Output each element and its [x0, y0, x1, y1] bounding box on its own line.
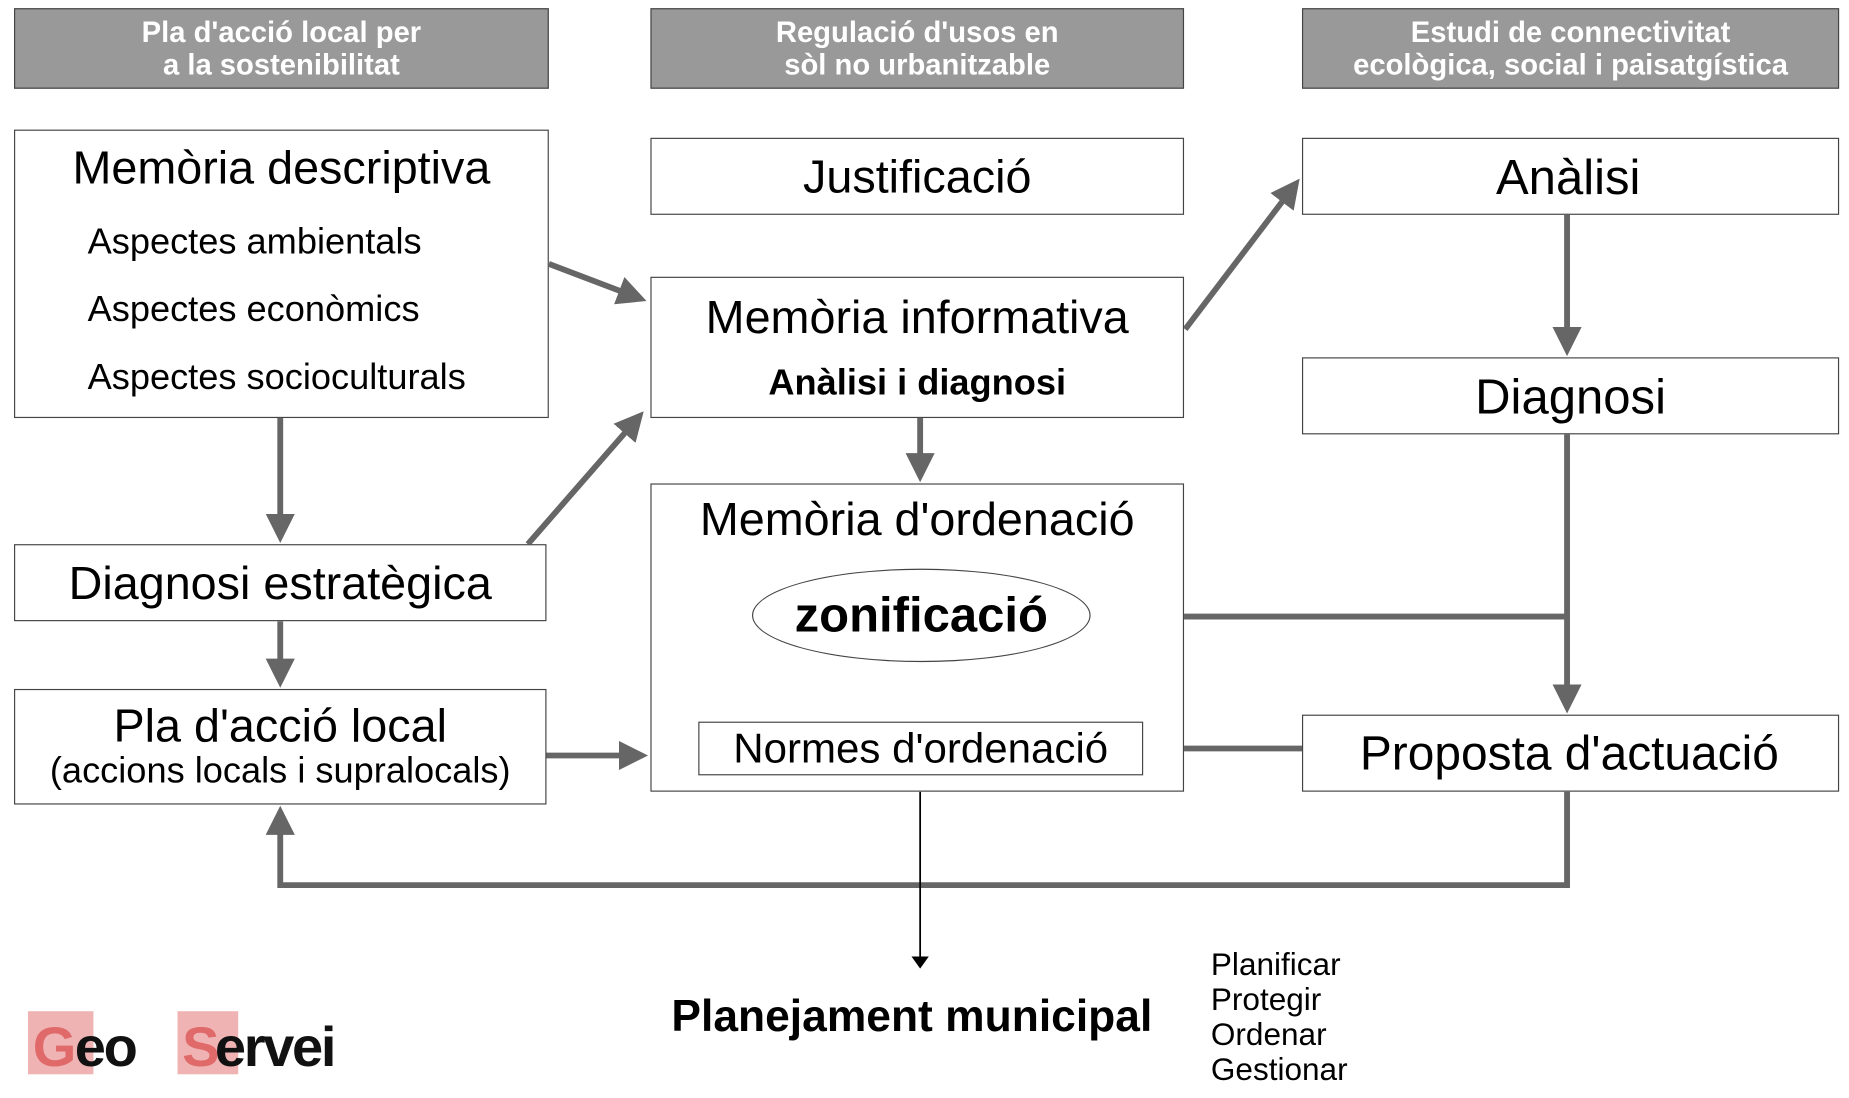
- header-line: ecològica, social i paisatgística: [1353, 48, 1788, 82]
- diagnosi-label: Diagnosi: [1475, 368, 1666, 424]
- logo-letter: S: [182, 1017, 219, 1079]
- memoria-descriptiva-title: Memòria descriptiva: [72, 142, 491, 194]
- box-justificacio: Justificació: [650, 137, 1185, 215]
- justificacio-label: Justificació: [803, 151, 1032, 204]
- arrow-memoria-informativa-to-analisi: [1182, 178, 1300, 332]
- verb-item: Gestionar: [1210, 1052, 1348, 1088]
- header-estudi-connectivitat: Estudi de connectivitat ecològica, socia…: [1301, 8, 1840, 89]
- aspect-item: Aspectes econòmics: [87, 288, 420, 330]
- arrow-proposta-to-pla-accio: [265, 791, 1570, 889]
- zonificacio-ellipse: zonificació: [751, 568, 1091, 663]
- pla-accio-local-subtitle: (accions locals i supralocals): [49, 749, 511, 791]
- header-line: Regulació d'usos en: [775, 15, 1059, 49]
- header-line: Pla d'acció local per: [141, 15, 422, 49]
- logo-square: [28, 1011, 94, 1075]
- logo-letter: G: [32, 1017, 77, 1079]
- logo-square: [177, 1011, 239, 1075]
- box-normes-ordenacio: Normes d'ordenació: [698, 721, 1144, 776]
- proposta-actuacio-label: Proposta d'actuació: [1359, 726, 1779, 781]
- verb-item: Planificar: [1210, 947, 1341, 983]
- verb-item: Protegir: [1210, 982, 1322, 1018]
- box-diagnosi: Diagnosi: [1301, 357, 1840, 435]
- diagnosi-estrategica-label: Diagnosi estratègica: [68, 558, 492, 610]
- header-line: a la sostenibilitat: [162, 48, 400, 82]
- memoria-ordenacio-title: Memòria d'ordenació: [699, 493, 1135, 546]
- header-line: sòl no urbanitzable: [784, 48, 1051, 82]
- box-memoria-informativa: Memòria informativa Anàlisi i diagnosi: [650, 276, 1185, 419]
- box-proposta-actuacio: Proposta d'actuació: [1301, 714, 1840, 792]
- memoria-informativa-title: Memòria informativa: [705, 291, 1129, 344]
- box-pla-accio-local: Pla d'acció local (accions locals i supr…: [14, 688, 547, 805]
- header-line: Estudi de connectivitat: [1410, 15, 1731, 49]
- box-memoria-descriptiva: Memòria descriptiva Aspectes ambientals …: [14, 129, 549, 419]
- box-diagnosi-estrategica: Diagnosi estratègica: [14, 544, 547, 622]
- verb-item: Ordenar: [1210, 1017, 1327, 1053]
- logo-letter: eo: [74, 1017, 138, 1079]
- aspect-item: Aspectes socioculturals: [87, 356, 466, 398]
- arrow-memoria-descriptiva-to-memoria-informativa: [547, 261, 647, 305]
- aspect-item: Aspectes ambientals: [87, 220, 422, 262]
- logo-letter: ervei: [214, 1017, 337, 1079]
- header-pla-accio-local: Pla d'acció local per a la sostenibilita…: [14, 8, 549, 89]
- arrow-diagnosi-estrategica-to-memoria-informativa: [525, 411, 644, 547]
- header-regulacio-usos: Regulació d'usos en sòl no urbanitzable: [650, 8, 1185, 89]
- memoria-informativa-subtitle: Anàlisi i diagnosi: [768, 361, 1067, 403]
- planejament-municipal-label: Planejament municipal: [671, 992, 1153, 1042]
- normes-ordenacio-label: Normes d'ordenació: [733, 723, 1109, 772]
- analisi-label: Anàlisi: [1495, 149, 1641, 205]
- pla-accio-local-title: Pla d'acció local: [113, 700, 447, 752]
- geoservei-logo: G eo S ervei: [28, 1007, 355, 1079]
- box-analisi: Anàlisi: [1301, 137, 1840, 215]
